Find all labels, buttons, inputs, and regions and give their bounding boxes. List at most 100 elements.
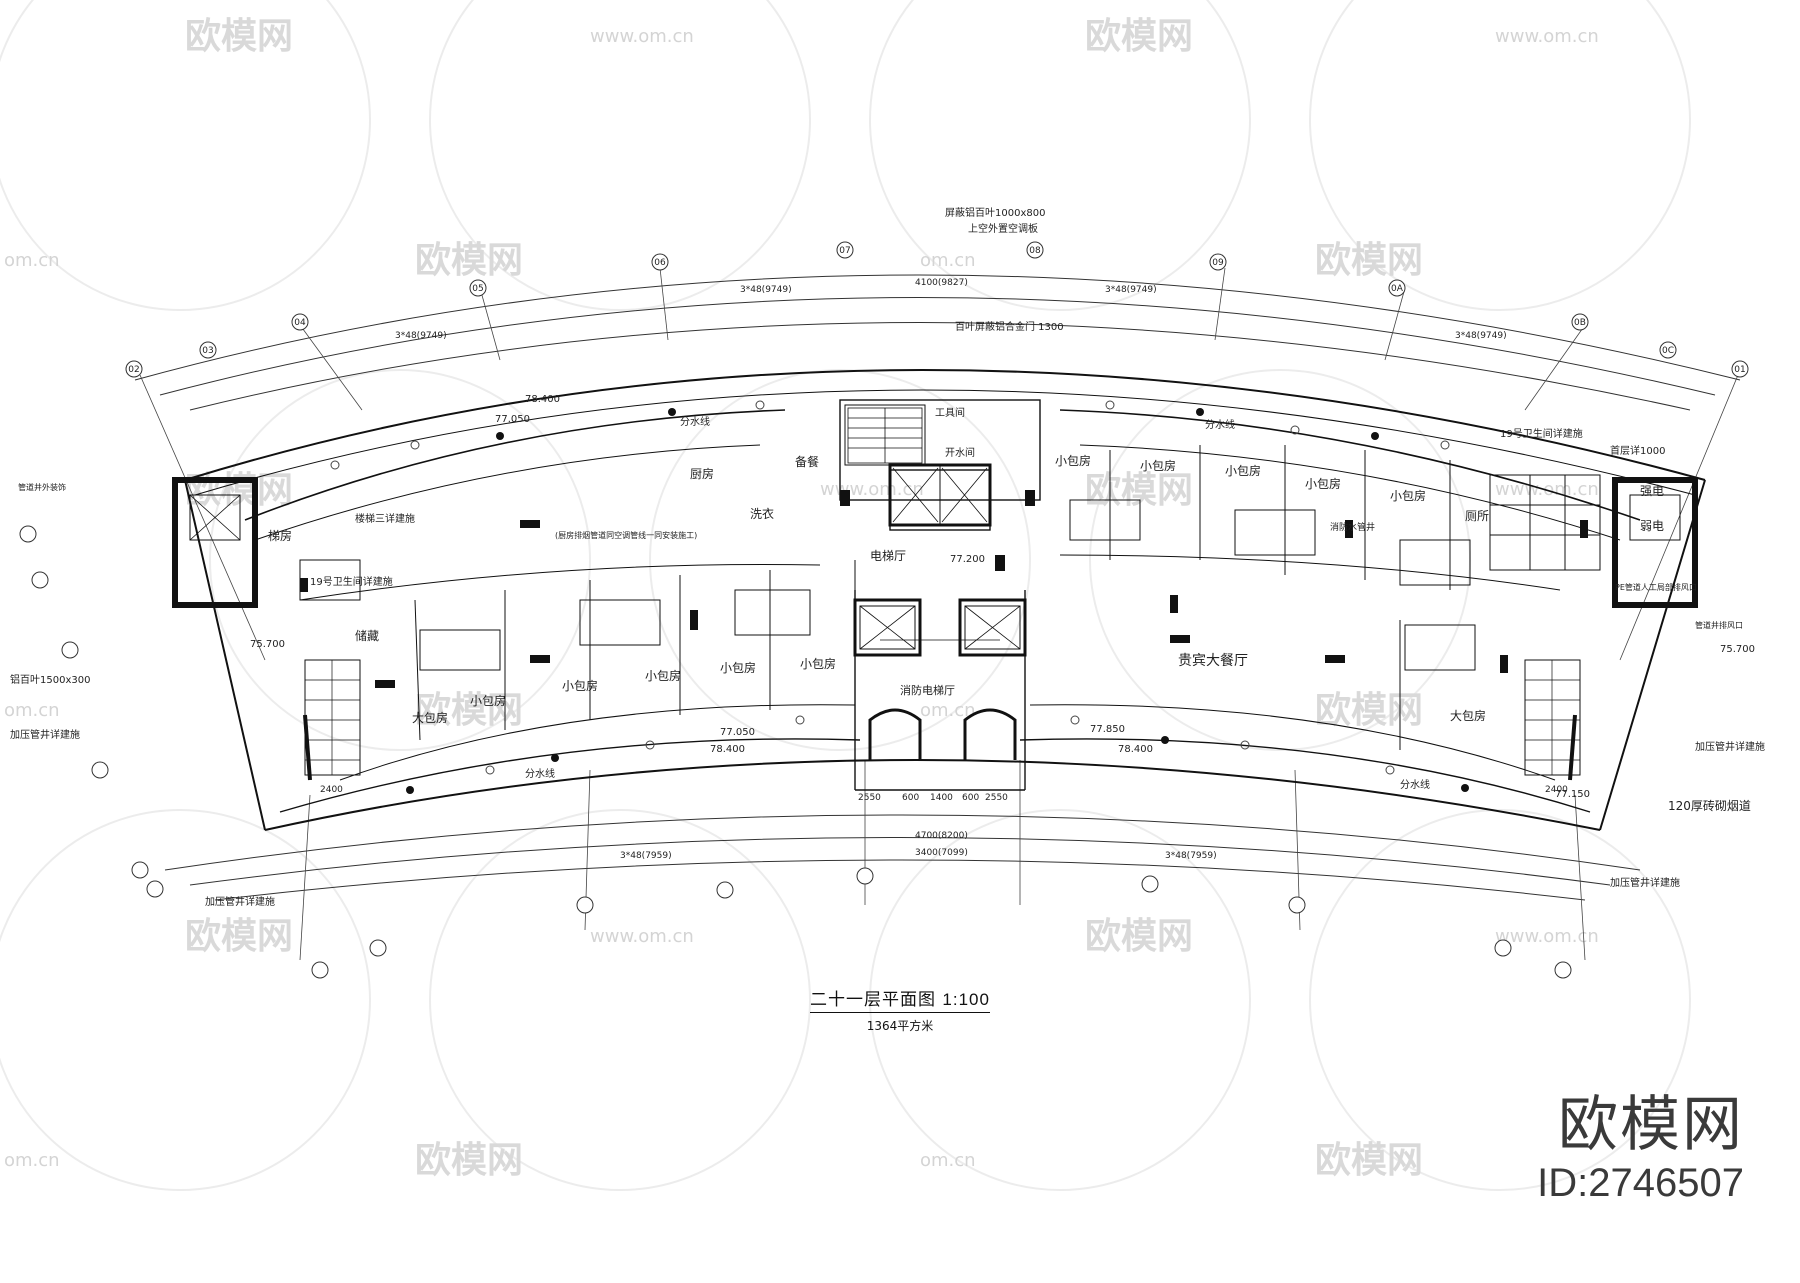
fixture-dots <box>406 408 1469 794</box>
dim-top-total: 4100(9827) <box>915 278 968 288</box>
elevation-value: 78.400 <box>1118 744 1153 755</box>
axis-label: 08 <box>1029 246 1041 256</box>
dim-center: 1400 <box>930 793 953 803</box>
room-label-small-private: 小包房 <box>1390 488 1426 503</box>
note-press-right: 加压管井详建施 <box>1695 740 1765 753</box>
watermark-url: om.cn <box>4 700 60 721</box>
columns <box>300 490 1588 688</box>
watermark-url: www.om.cn <box>820 479 924 500</box>
dim-center: 2550 <box>985 793 1008 803</box>
room-label-small-private: 小包房 <box>1225 463 1261 478</box>
room-label-vip-hall: 贵宾大餐厅 <box>1178 653 1248 669</box>
watermark-brand: 欧模网 <box>415 1140 523 1181</box>
room-label-duct-room2: 弱电 <box>1640 519 1664 533</box>
elevator-crosses <box>859 467 1021 650</box>
note-split-line: 分水线 <box>1205 418 1235 431</box>
left-stair-tower <box>172 477 361 781</box>
dim-bottom-b: 3400(7099) <box>915 848 968 858</box>
room-partitions-left <box>299 559 856 741</box>
room-label-washroom: 洗衣 <box>750 506 774 521</box>
dim-bottom-c: 3*48(7959) <box>1165 851 1217 861</box>
axis-label: 09 <box>1212 258 1224 268</box>
watermark-url: www.om.cn <box>590 926 694 947</box>
dim-top-b: 3*48(9749) <box>1455 331 1507 341</box>
room-label-elevator-hall: 电梯厅 <box>870 549 906 563</box>
room-label-backup: 备餐 <box>795 454 819 469</box>
room-label-small-private: 小包房 <box>800 656 836 671</box>
axis-label: 03 <box>202 346 213 356</box>
elevation-marks: 78.400 77.050 77.200 75.700 77.850 77.15… <box>250 394 1755 800</box>
watermark-url: om.cn <box>920 700 976 721</box>
axis-label: 06 <box>654 258 666 268</box>
note-louver-top2: 百叶屏蔽铝合金门 1300 <box>955 320 1064 333</box>
core-stair <box>847 407 923 464</box>
dim-center: 600 <box>962 793 979 803</box>
axis-label: 05 <box>472 284 483 294</box>
room-label-water-room: 开水间 <box>945 446 975 459</box>
elevation-value: 78.400 <box>710 744 745 755</box>
watermark-url: om.cn <box>920 1150 976 1171</box>
building-outline <box>184 369 1706 831</box>
note-vent: 管道井排风口 <box>1695 620 1743 630</box>
room-label-large-private-left: 大包房 <box>412 710 448 725</box>
axis-label: 0C <box>1662 346 1674 356</box>
elevation-value: 75.700 <box>1720 644 1755 655</box>
watermark-texts: 欧模网 欧模网 欧模网 欧模网 欧模网 欧模网 欧模网 欧模网 欧模网 欧模网 … <box>185 16 1423 1181</box>
axis-label: 01 <box>1734 365 1745 375</box>
watermark-id: ID:2746507 <box>1537 1161 1744 1205</box>
watermark-brand: 欧模网 <box>185 916 293 957</box>
watermark-brand: 欧模网 <box>1085 916 1193 957</box>
dimension-texts: 4100(9827) 3*48(9749) 3*48(9749) 3*48(97… <box>320 278 1568 861</box>
dim-top-a: 3*48(9749) <box>395 331 447 341</box>
watermark-brand-large: 欧模网 <box>1558 1090 1744 1160</box>
watermark-urls: www.om.cn www.om.cn www.om.cn www.om.cn … <box>4 26 1599 1171</box>
elevation-value: 77.850 <box>1090 724 1125 735</box>
axis-bubbles <box>19 241 1749 979</box>
note-press-right2: 加压管井详建施 <box>1610 876 1680 889</box>
note-kitchen: (厨房排烟管道同空调管线一同安装施工) <box>555 530 697 540</box>
watermark-brand: 欧模网 <box>1085 16 1193 57</box>
watermark-brand: 欧模网 <box>415 240 523 281</box>
axis-label: 07 <box>839 246 850 256</box>
drawing-area: 1364平方米 <box>866 1019 934 1033</box>
dim-stair: 2400 <box>320 785 343 795</box>
drawing-title-block: 二十一层平面图 1:100 1364平方米 <box>770 985 1030 1034</box>
central-core <box>839 399 1041 791</box>
drawing-title: 二十一层平面图 1:100 <box>810 985 990 1013</box>
dim-stair: 2400 <box>1545 785 1568 795</box>
elevation-value: 77.200 <box>950 554 985 565</box>
watermark-url: om.cn <box>4 1150 60 1171</box>
watermark-circles <box>0 0 1691 1191</box>
note-pipe: 管道井外装饰 <box>18 482 66 492</box>
dim-center: 600 <box>902 793 919 803</box>
watermark-brand: 欧模网 <box>185 470 293 511</box>
note-split-line: 分水线 <box>525 767 555 780</box>
axis-labels: 02 03 04 05 06 07 08 09 0A 0B 0C 01 <box>128 246 1745 375</box>
room-label-small-private: 小包房 <box>470 693 506 708</box>
room-label-small-private: 小包房 <box>720 660 756 675</box>
watermark-url: www.om.cn <box>590 26 694 47</box>
watermark-url: www.om.cn <box>1495 26 1599 47</box>
watermark-url: www.om.cn <box>1495 926 1599 947</box>
room-label-kitchen: 厨房 <box>690 466 714 481</box>
watermark-brand-block: 欧模网 ID:2746507 <box>1537 1095 1744 1203</box>
room-label-small-private: 小包房 <box>1140 458 1176 473</box>
dim-bottom-total: 4700(8200) <box>915 831 968 841</box>
note-louver-left: 铝百叶1500x300 <box>10 674 90 686</box>
elevation-value: 75.700 <box>250 639 285 650</box>
note-split-line: 分水线 <box>1400 778 1430 791</box>
room-label-duct-room: 强电 <box>1640 484 1664 498</box>
watermark-brand: 欧模网 <box>1085 470 1193 511</box>
note-stair-left: 楼梯三详建施 <box>355 512 415 525</box>
elevation-value: 77.050 <box>720 727 755 738</box>
room-label-storage: 储藏 <box>355 628 379 643</box>
room-label-small-private: 小包房 <box>645 668 681 683</box>
note-toilet-left: 19号卫生间详建施 <box>310 575 393 588</box>
watermark-brand: 欧模网 <box>1315 240 1423 281</box>
room-label-large-private-right: 大包房 <box>1450 708 1486 723</box>
elevation-value: 78.400 <box>525 394 560 405</box>
watermark-brand: 欧模网 <box>185 16 293 57</box>
room-label-firefighting-elevator-hall: 消防电梯厅 <box>900 683 955 697</box>
room-label-small-private: 小包房 <box>1305 476 1341 491</box>
